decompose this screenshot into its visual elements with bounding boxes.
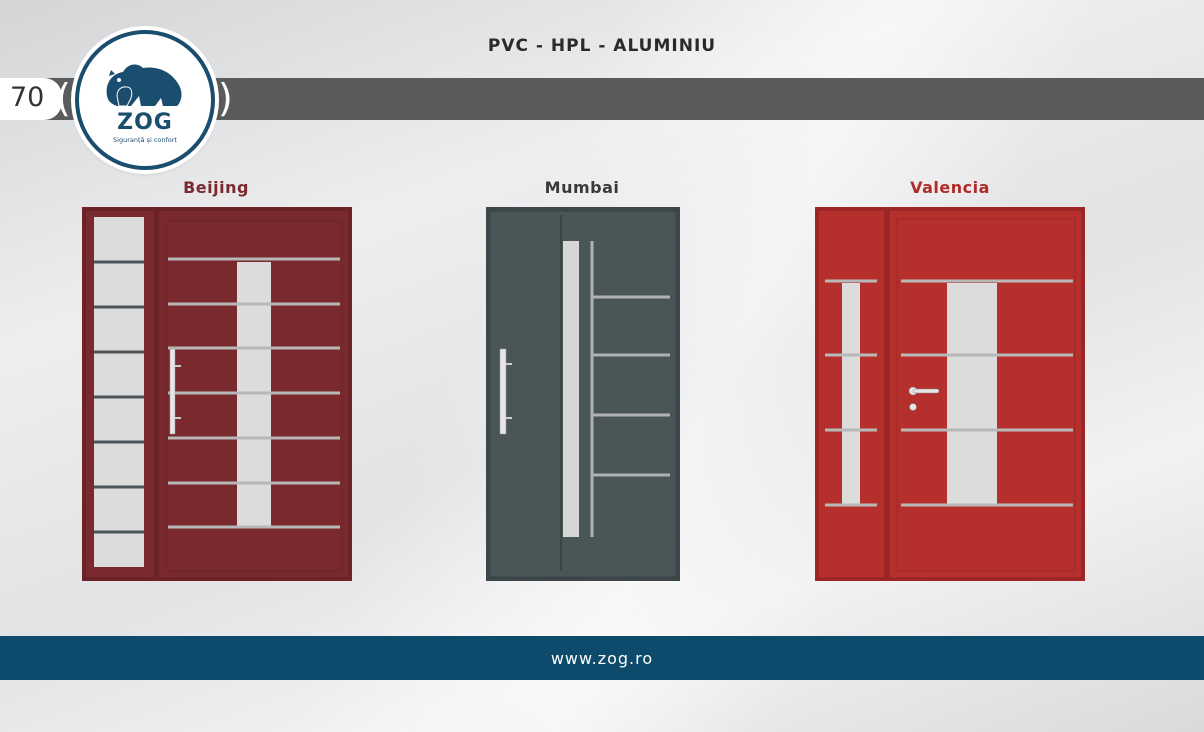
page-number: 70 [10, 82, 45, 113]
left-bracket-decor: ( [56, 76, 71, 120]
footer-band [0, 636, 1204, 680]
logo-brand: ZOG [117, 110, 173, 135]
zog-logo: ZOG Siguranță și confort [75, 30, 215, 170]
door-label-valencia: Valencia [910, 178, 990, 197]
page-title: PVC - HPL - ALUMINIU [487, 36, 717, 56]
door-image-beijing [82, 207, 352, 581]
door-image-mumbai [486, 207, 680, 581]
right-bracket-decor: ) [218, 76, 233, 120]
page-number-box [0, 78, 62, 120]
door-label-mumbai: Mumbai [544, 178, 620, 197]
door-image-valencia [815, 207, 1085, 581]
logo-tagline: Siguranță și confort [113, 136, 177, 144]
door-label-beijing: Beijing [183, 178, 249, 197]
bear-icon [106, 64, 182, 107]
footer-website-link[interactable]: www.zog.ro [550, 649, 654, 668]
